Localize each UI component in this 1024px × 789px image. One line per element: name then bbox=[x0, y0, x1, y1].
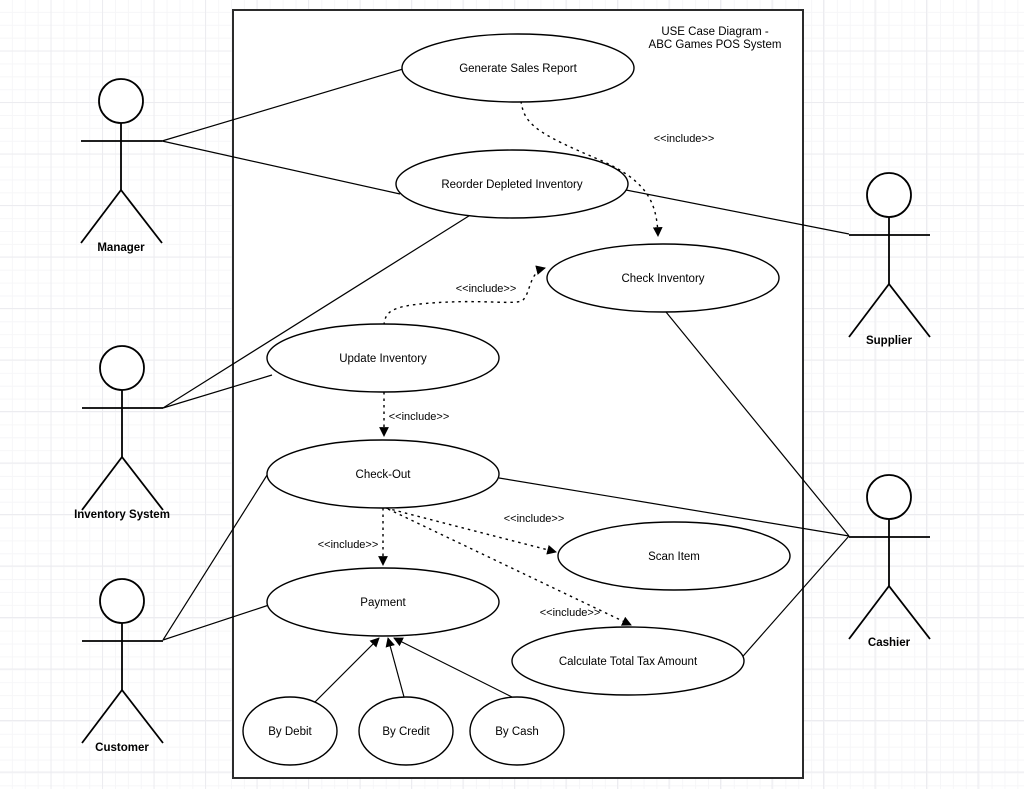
actor-inventory-system[interactable]: Inventory System bbox=[74, 345, 170, 521]
use-case-label-calculate-total-tax-amount: Calculate Total Tax Amount bbox=[559, 656, 698, 668]
include-label-generate-sales-report-to-check-inventory: <<include>> bbox=[654, 133, 715, 145]
actor-leg-right-customer bbox=[121, 689, 164, 744]
use-case-generate-sales-report[interactable]: Generate Sales Report bbox=[401, 33, 635, 103]
association-supplier-reorder-depleted-inventory bbox=[625, 189, 850, 235]
include-label-check-out-to-calculate-total-tax-amount: <<include>> bbox=[540, 607, 601, 619]
diagram-title-line2: ABC Games POS System bbox=[649, 39, 782, 51]
diagram-title: USE Case Diagram -ABC Games POS System bbox=[649, 26, 782, 51]
actor-label-supplier: Supplier bbox=[866, 335, 913, 347]
use-case-reorder-depleted-inventory[interactable]: Reorder Depleted Inventory bbox=[395, 149, 629, 219]
use-case-label-generate-sales-report: Generate Sales Report bbox=[459, 63, 577, 75]
use-case-ellipse-check-inventory bbox=[546, 243, 780, 313]
association-layer bbox=[161, 68, 850, 681]
include-label-update-inventory-to-check-inventory: <<include>> bbox=[456, 283, 517, 295]
include-arrow-generate-sales-report-to-check-inventory bbox=[520, 100, 663, 237]
use-case-ellipse-check-out bbox=[266, 439, 500, 509]
use-case-calculate-total-tax-amount[interactable]: Calculate Total Tax Amount bbox=[511, 626, 745, 696]
use-case-ellipse-scan-item bbox=[557, 521, 791, 591]
association-cashier-check-out bbox=[498, 477, 850, 537]
use-case-by-cash[interactable]: By Cash bbox=[469, 696, 565, 766]
actor-leg-left-supplier bbox=[848, 283, 890, 338]
use-case-check-out[interactable]: Check-Out bbox=[266, 439, 500, 509]
actor-cashier[interactable]: Cashier bbox=[848, 474, 931, 649]
use-case-ellipse-payment bbox=[266, 567, 500, 637]
use-case-ellipse-calculate-total-tax-amount bbox=[511, 626, 745, 696]
include-label-update-inventory-to-check-out: <<include>> bbox=[389, 411, 450, 423]
use-case-label-check-out: Check-Out bbox=[356, 469, 412, 481]
actor-head-manager bbox=[98, 78, 144, 124]
association-cashier-check-inventory bbox=[665, 311, 850, 537]
use-case-scan-item[interactable]: Scan Item bbox=[557, 521, 791, 591]
actor-label-inventory-system: Inventory System bbox=[74, 509, 170, 521]
use-case-ellipse-by-credit bbox=[358, 696, 454, 766]
association-customer-check-out bbox=[162, 471, 270, 641]
actor-head-inventory-system bbox=[99, 345, 145, 391]
actor-leg-left-manager bbox=[80, 189, 122, 244]
actor-leg-right-cashier bbox=[888, 585, 931, 640]
actor-manager[interactable]: Manager bbox=[80, 78, 163, 254]
use-case-label-payment: Payment bbox=[360, 597, 406, 609]
association-inventory-system-update-inventory bbox=[162, 374, 273, 409]
actor-customer[interactable]: Customer bbox=[81, 578, 164, 754]
use-case-update-inventory[interactable]: Update Inventory bbox=[266, 323, 500, 393]
use-case-label-check-inventory: Check Inventory bbox=[621, 273, 704, 285]
generalization-by-debit-to-payment bbox=[314, 637, 380, 703]
actor-leg-right-inventory-system bbox=[121, 456, 164, 511]
actor-label-customer: Customer bbox=[95, 742, 149, 754]
actor-head-supplier bbox=[866, 172, 912, 218]
generalization-layer bbox=[314, 637, 513, 703]
actor-label-cashier: Cashier bbox=[868, 637, 911, 649]
use-case-payment[interactable]: Payment bbox=[266, 567, 500, 637]
actor-head-customer bbox=[99, 578, 145, 624]
use-case-label-scan-item: Scan Item bbox=[648, 551, 700, 563]
actor-supplier[interactable]: Supplier bbox=[848, 172, 931, 347]
use-case-by-credit[interactable]: By Credit bbox=[358, 696, 454, 766]
association-manager-generate-sales-report bbox=[161, 68, 404, 142]
use-case-by-debit[interactable]: By Debit bbox=[242, 696, 338, 766]
use-case-label-update-inventory: Update Inventory bbox=[339, 353, 427, 365]
actor-head-cashier bbox=[866, 474, 912, 520]
diagram-title-line1: USE Case Diagram - bbox=[661, 26, 769, 38]
use-case-check-inventory[interactable]: Check Inventory bbox=[546, 243, 780, 313]
generalization-by-credit-to-payment bbox=[385, 637, 405, 698]
generalization-by-cash-to-payment bbox=[393, 637, 513, 698]
use-case-label-by-cash: By Cash bbox=[495, 726, 538, 738]
actor-leg-left-cashier bbox=[848, 585, 890, 640]
actor-leg-right-manager bbox=[120, 189, 163, 244]
use-case-ellipse-generate-sales-report bbox=[401, 33, 635, 103]
actor-leg-left-inventory-system bbox=[81, 456, 123, 511]
use-case-ellipse-by-cash bbox=[469, 696, 565, 766]
include-label-check-out-to-payment: <<include>> bbox=[318, 539, 379, 551]
actor-leg-right-supplier bbox=[888, 283, 931, 338]
actor-label-manager: Manager bbox=[97, 242, 145, 254]
association-inventory-system-reorder bbox=[162, 213, 473, 409]
use-case-ellipse-by-debit bbox=[242, 696, 338, 766]
use-case-ellipse-reorder-depleted-inventory bbox=[395, 149, 629, 219]
actor-leg-left-customer bbox=[81, 689, 123, 744]
use-case-label-by-credit: By Credit bbox=[382, 726, 430, 738]
include-arrow-update-inventory-to-check-inventory bbox=[383, 265, 546, 326]
association-customer-payment bbox=[162, 604, 270, 641]
use-case-label-reorder-depleted-inventory: Reorder Depleted Inventory bbox=[441, 179, 583, 191]
include-label-check-out-to-scan-item: <<include>> bbox=[504, 513, 565, 525]
association-manager-reorder-depleted-inventory bbox=[161, 140, 401, 195]
include-layer: <<include>> <<include>> <<include>> <<inclu… bbox=[318, 100, 715, 626]
use-case-label-by-debit: By Debit bbox=[268, 726, 312, 738]
use-case-ellipse-update-inventory bbox=[266, 323, 500, 393]
